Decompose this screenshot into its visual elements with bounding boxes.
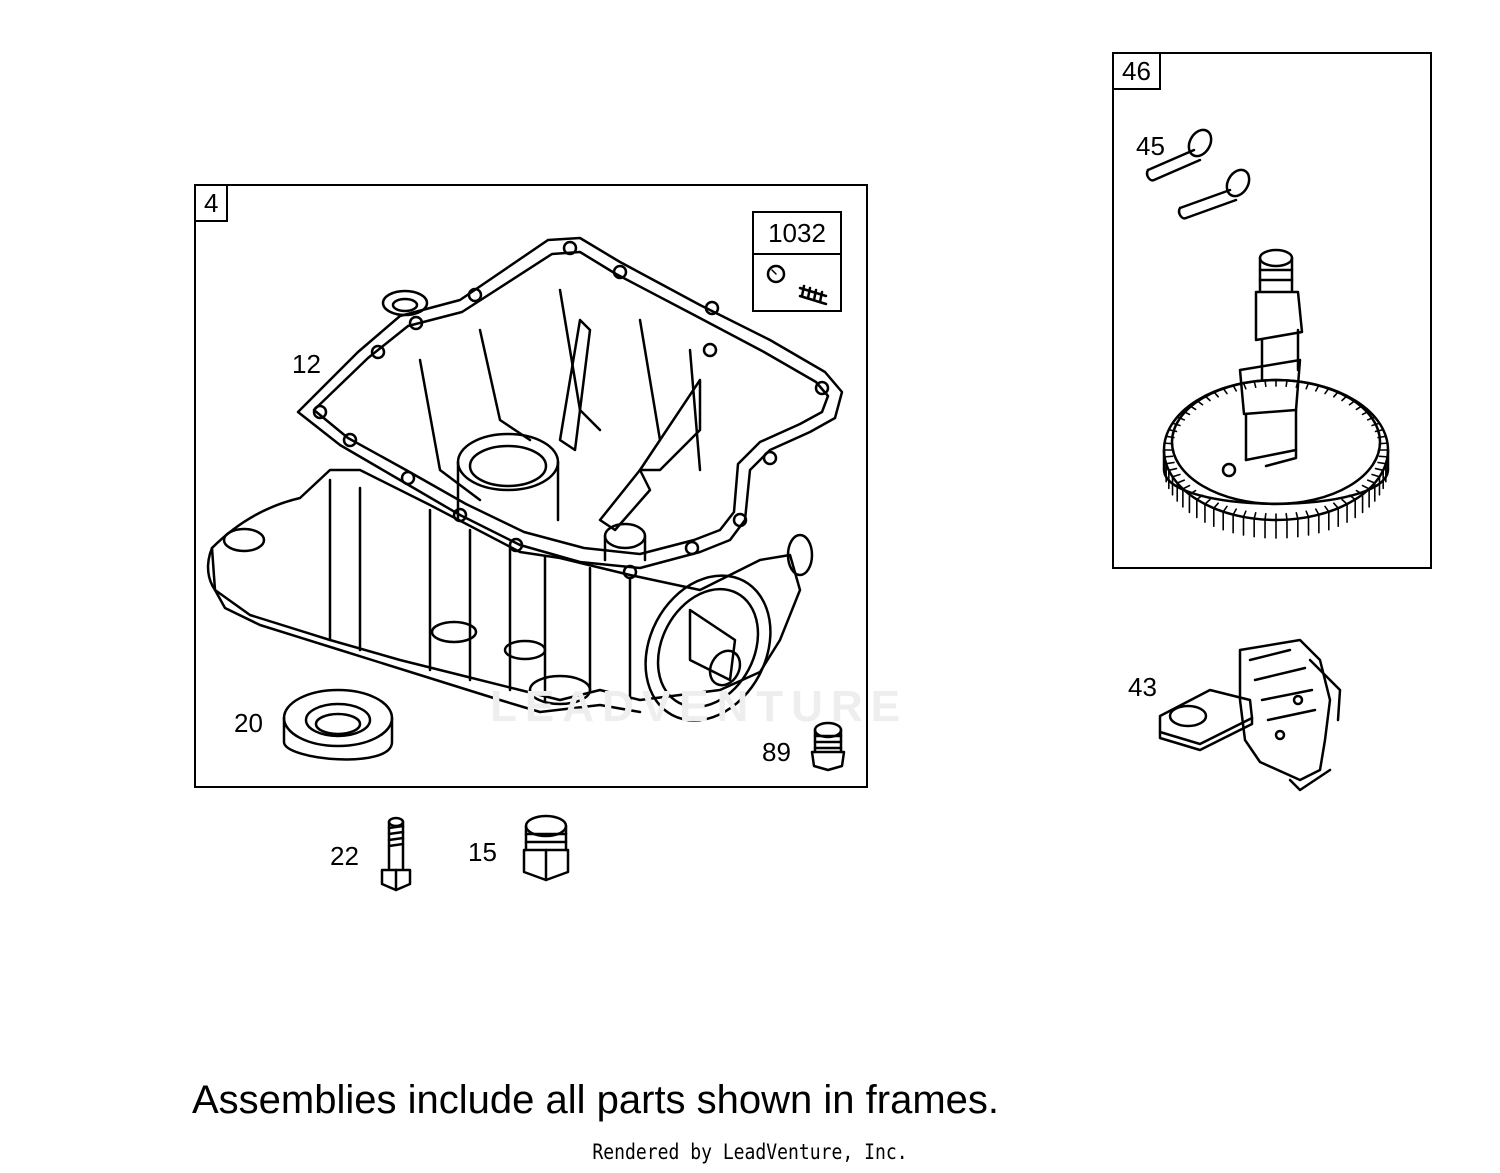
gear-tooth xyxy=(1295,380,1299,389)
gear-tooth xyxy=(1222,387,1228,395)
gear-tooth xyxy=(1305,510,1310,518)
gear-tooth xyxy=(1165,435,1175,439)
gear-tooth xyxy=(1314,508,1320,516)
gear-tooth xyxy=(1348,399,1356,406)
gear-tooth xyxy=(1378,442,1389,445)
gear-teeth xyxy=(1163,379,1389,539)
gear-tooth xyxy=(1361,410,1370,416)
gear-tooth xyxy=(1196,494,1204,501)
gear-tooth xyxy=(1355,489,1364,496)
callout-bolt: 22 xyxy=(330,841,359,871)
gear-tooth xyxy=(1204,395,1211,402)
frame-sump-assembly: 4 xyxy=(194,184,868,788)
gear-tooth xyxy=(1204,498,1211,505)
gear-tooth xyxy=(1324,387,1330,395)
gear-tooth xyxy=(1253,380,1257,389)
gear-tooth xyxy=(1163,442,1174,445)
gear-tooth xyxy=(1212,390,1220,398)
gear-tooth xyxy=(1341,395,1348,402)
gear-tooth xyxy=(1285,512,1288,521)
gear-tooth xyxy=(1171,422,1181,427)
render-credit: Rendered by LeadVenture, Inc. xyxy=(592,1140,908,1164)
gear-tooth xyxy=(1168,467,1178,472)
gear-tooth xyxy=(1188,489,1197,496)
assembly-note: Assemblies include all parts shown in fr… xyxy=(192,1078,1000,1122)
gear-tooth xyxy=(1242,510,1247,518)
gear-tooth xyxy=(1374,428,1384,433)
gear-tooth xyxy=(1182,484,1191,490)
frame-id-kit: 1032 xyxy=(754,213,840,255)
gear-tooth xyxy=(1374,467,1384,472)
frame-id-sump: 4 xyxy=(196,186,229,222)
frame-id-camshaft: 46 xyxy=(1114,54,1161,90)
callout-pins: 45 xyxy=(1136,131,1165,161)
governor-drawing xyxy=(1158,638,1342,792)
gear-tooth xyxy=(1168,428,1178,433)
gear-tooth xyxy=(1295,511,1299,520)
gear-tooth xyxy=(1196,399,1204,406)
gear-tooth xyxy=(1176,479,1186,484)
callout-seal: 20 xyxy=(234,708,263,738)
gear-tooth xyxy=(1264,512,1267,521)
small-plug-drawing xyxy=(810,721,846,772)
kit-ball-spring-drawing xyxy=(766,264,828,306)
gear-tooth xyxy=(1366,416,1376,421)
callout-plug-small: 89 xyxy=(762,737,791,767)
callout-plug-large: 15 xyxy=(468,837,497,867)
gear-tooth xyxy=(1253,511,1257,520)
frame-camshaft-assembly: 46 xyxy=(1112,52,1432,569)
gear-tooth xyxy=(1361,484,1370,490)
gear-tooth xyxy=(1176,416,1186,421)
watermark: LEADVENTURE xyxy=(490,682,909,731)
gear-tooth xyxy=(1171,473,1181,478)
callout-governor: 43 xyxy=(1128,672,1157,702)
frame-kit: 1032 xyxy=(752,211,842,312)
oil-seal-drawing xyxy=(282,688,394,761)
gear-tooth xyxy=(1371,422,1381,427)
gear-tooth xyxy=(1165,461,1175,465)
gear-tooth xyxy=(1264,379,1267,388)
gear-tooth xyxy=(1324,505,1330,513)
gear-tooth xyxy=(1378,455,1389,458)
gear-tooth xyxy=(1182,410,1191,416)
gear-tooth xyxy=(1366,479,1376,484)
gear-tooth xyxy=(1285,379,1288,388)
gear-tooth xyxy=(1348,494,1356,501)
gear-tooth xyxy=(1188,404,1197,411)
gear-tooth xyxy=(1212,502,1220,510)
gear-tooth xyxy=(1377,435,1387,439)
gear-tooth xyxy=(1377,461,1387,465)
gear-tooth xyxy=(1232,508,1238,516)
bolt-drawing xyxy=(380,816,412,892)
gear-tooth xyxy=(1341,498,1348,505)
gasket-outline xyxy=(296,236,844,570)
gear-tooth xyxy=(1332,502,1340,510)
sump-cover-drawing xyxy=(206,236,844,722)
large-plug-drawing xyxy=(522,814,570,882)
gear-tooth xyxy=(1242,382,1247,390)
gear-tooth xyxy=(1371,473,1381,478)
gear-tooth xyxy=(1355,404,1364,411)
gear-tooth xyxy=(1163,455,1174,458)
callout-gasket: 12 xyxy=(292,349,321,379)
gear-tooth xyxy=(1222,505,1228,513)
gear-tooth xyxy=(1232,384,1238,392)
gear-tooth xyxy=(1332,390,1340,398)
gear-tooth xyxy=(1314,384,1320,392)
gear-tooth xyxy=(1305,382,1310,390)
